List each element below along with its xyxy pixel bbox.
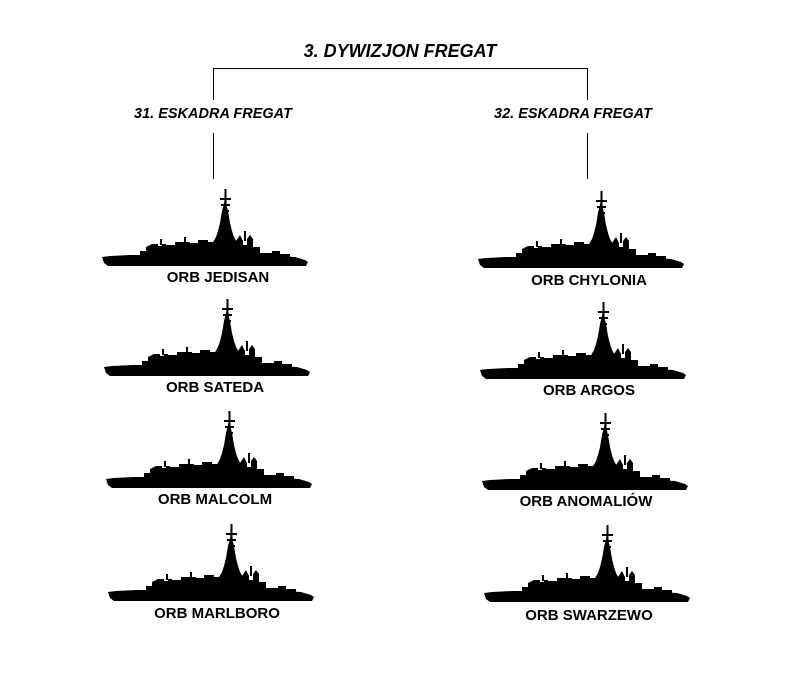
ship-name: ORB SWARZEWO [525, 607, 653, 624]
ship-name: ORB JEDISAN [166, 269, 270, 286]
frigate-silhouette-icon [106, 524, 316, 602]
connector-right-squadron [587, 133, 588, 179]
frigate-silhouette-icon [104, 411, 314, 489]
frigate-silhouette-icon [478, 302, 688, 380]
connector-right-drop [587, 68, 588, 100]
ship-name: ORB MALCOLM [157, 491, 273, 508]
connector-left-squadron [213, 133, 214, 179]
frigate-silhouette-icon [482, 525, 692, 603]
frigate-silhouette-icon [100, 189, 310, 267]
squadron-title-31: 31. ESKADRA FREGAT [134, 106, 292, 122]
division-title: 3. DYWIZJON FREGAT [303, 41, 497, 61]
ship-name: ORB ARGOS [543, 382, 635, 399]
ship-name: ORB CHYLONIA [531, 272, 647, 289]
squadron-title-32: 32. ESKADRA FREGAT [494, 106, 652, 122]
frigate-silhouette-icon [476, 191, 686, 269]
ship-name: ORB SATEDA [165, 379, 265, 396]
ship-name: ORB MARLBORO [154, 605, 280, 622]
division-connector [213, 68, 588, 69]
ship-name: ORB ANOMALIÓW [519, 493, 653, 510]
frigate-silhouette-icon [480, 413, 690, 491]
connector-left-drop [213, 68, 214, 100]
frigate-silhouette-icon [102, 299, 312, 377]
